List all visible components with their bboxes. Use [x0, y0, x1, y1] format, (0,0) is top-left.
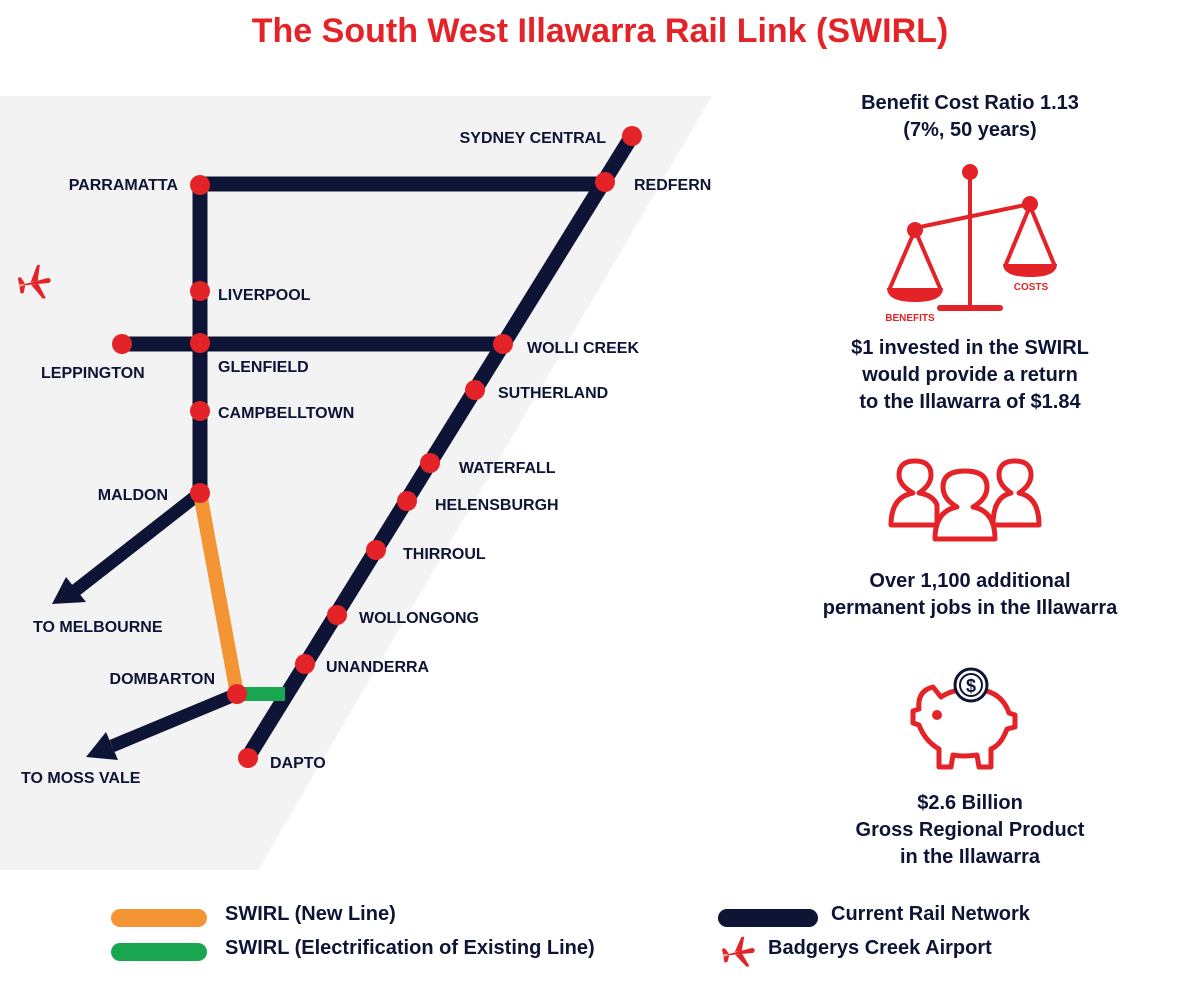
legend-swatch-orange [111, 909, 207, 927]
station-dot-parramatta [190, 175, 210, 195]
benefits-label: BENEFITS [885, 313, 935, 324]
station-dot-unanderra [295, 654, 315, 674]
gross-regional-product-text: $2.6 Billion Gross Regional Product in t… [775, 790, 1165, 871]
line-to-melbourne [71, 487, 205, 596]
page-title: The South West Illawarra Rail Link (SWIR… [251, 12, 949, 50]
legend-plane-icon [721, 936, 755, 967]
costs-label: COSTS [1014, 282, 1049, 293]
jobs-line-1: Over 1,100 additional [869, 570, 1071, 592]
legend-swatch-navy [718, 909, 818, 927]
station-dot-leppington [112, 334, 132, 354]
line-to-moss-vale [109, 687, 240, 753]
station-label-sydney-central: SYDNEY CENTRAL [460, 130, 607, 147]
arrow-to-moss-vale [86, 732, 118, 760]
piggy-bank-icon: $ [910, 667, 1018, 770]
station-label-redfern: REDFERN [634, 177, 711, 194]
station-label-unanderra: UNANDERRA [326, 659, 430, 676]
station-dot-wolli-creek [493, 334, 513, 354]
legend-label-current-network: Current Rail Network [831, 903, 1030, 925]
station-label-thirroul: THIRROUL [403, 546, 486, 563]
arrow-to-melbourne [52, 577, 86, 604]
station-label-wolli-creek: WOLLI CREEK [527, 340, 639, 357]
return-on-investment-text: $1 invested in the SWIRL would provide a… [775, 335, 1165, 416]
people-icon [888, 458, 1042, 542]
station-dot-sydney-central [622, 126, 642, 146]
station-dot-waterfall [420, 453, 440, 473]
coin-icon: $ [953, 667, 989, 703]
station-dot-dapto [238, 748, 258, 768]
station-dot-helensburgh [397, 491, 417, 511]
station-label-dombarton: DOMBARTON [110, 671, 215, 688]
bcr-line-2: (7%, 50 years) [903, 119, 1037, 141]
station-dot-sutherland [465, 380, 485, 400]
return-line-1: $1 invested in the SWIRL [851, 337, 1089, 359]
grp-line-3: in the Illawarra [899, 846, 1041, 868]
legend-label-new-line: SWIRL (New Line) [225, 903, 396, 925]
grp-line-2: Gross Regional Product [855, 819, 1085, 841]
line-sydney-central-dapto [240, 128, 640, 765]
coin-dollar-sign: $ [966, 676, 976, 696]
station-label-campbelltown: CAMPBELLTOWN [218, 405, 354, 422]
swirl-new-line [193, 486, 244, 701]
station-dot-glenfield [190, 333, 210, 353]
legend-label-airport: Badgerys Creek Airport [768, 937, 992, 959]
station-label-helensburgh: HELENSBURGH [435, 497, 559, 514]
station-label-dapto: DAPTO [270, 755, 326, 772]
return-line-2: would provide a return [862, 364, 1078, 386]
station-dot-dombarton [227, 684, 247, 704]
benefit-cost-ratio-text: Benefit Cost Ratio 1.13 (7%, 50 years) [775, 90, 1165, 144]
station-dot-campbelltown [190, 401, 210, 421]
jobs-text: Over 1,100 additional permanent jobs in … [775, 568, 1165, 622]
station-label-maldon: MALDON [98, 487, 168, 504]
station-label-parramatta: PARRAMATTA [69, 177, 179, 194]
jobs-line-2: permanent jobs in the Illawarra [822, 597, 1118, 619]
station-label-leppington: LEPPINGTON [41, 365, 145, 382]
grp-line-1: $2.6 Billion [917, 792, 1023, 814]
destination-label-melbourne: TO MELBOURNE [33, 619, 163, 636]
station-dot-maldon [190, 483, 210, 503]
station-label-waterfall: WATERFALL [459, 460, 556, 477]
legend-label-electrification: SWIRL (Electrification of Existing Line) [225, 937, 595, 959]
return-line-3: to the Illawarra of $1.84 [859, 391, 1081, 413]
scales-icon: BENEFITS COSTS [885, 164, 1057, 324]
station-label-liverpool: LIVERPOOL [218, 287, 311, 304]
bcr-line-1: Benefit Cost Ratio 1.13 [861, 92, 1079, 114]
station-dot-liverpool [190, 281, 210, 301]
destination-label-moss-vale: TO MOSS VALE [21, 770, 141, 787]
station-dot-wollongong [327, 605, 347, 625]
station-dot-redfern [595, 172, 615, 192]
station-label-sutherland: SUTHERLAND [498, 385, 608, 402]
plane-icon [17, 264, 51, 299]
station-label-wollongong: WOLLONGONG [359, 610, 479, 627]
station-label-glenfield: GLENFIELD [218, 359, 309, 376]
legend-swatch-green [111, 943, 207, 961]
station-dot-thirroul [366, 540, 386, 560]
